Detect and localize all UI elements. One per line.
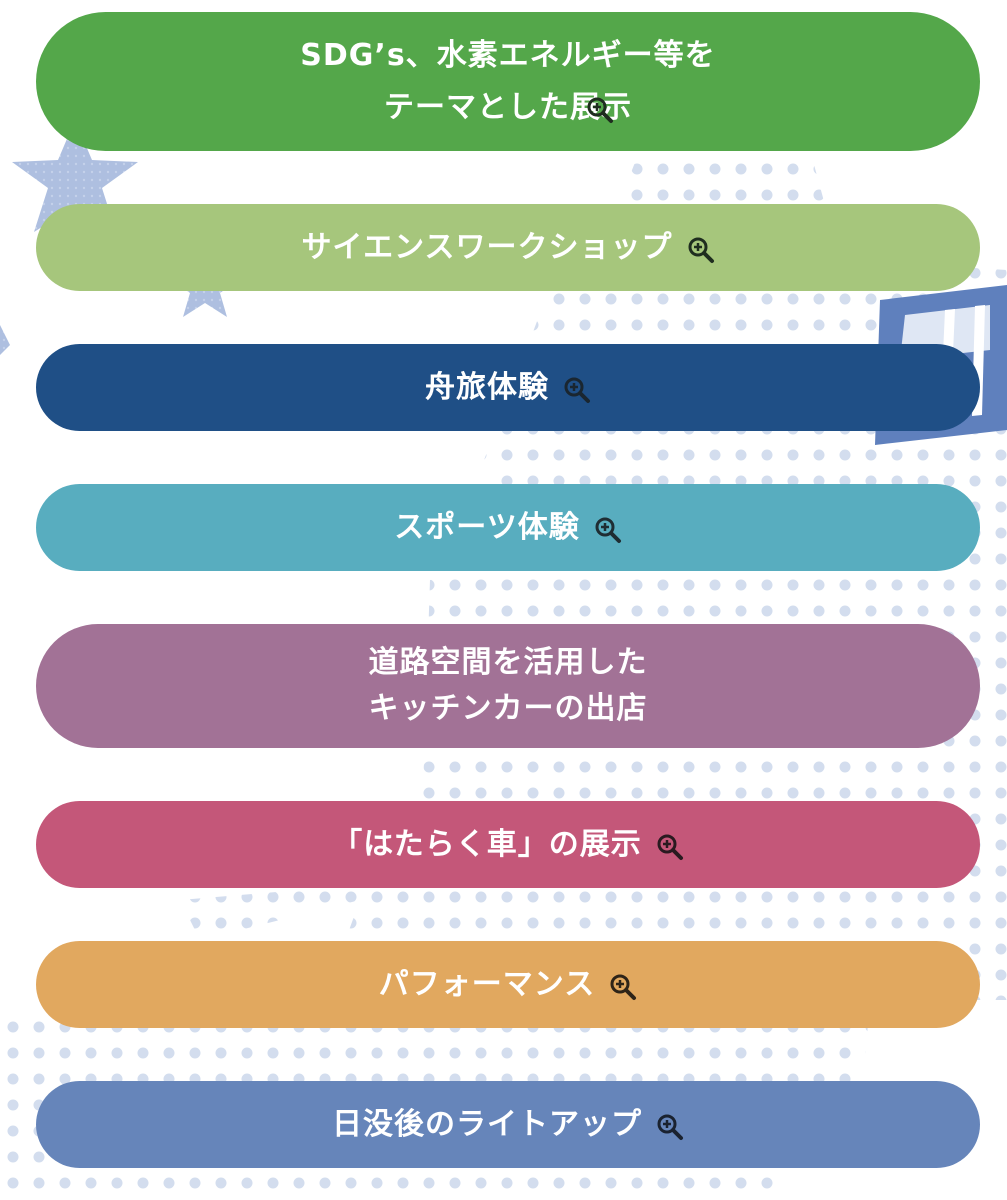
star-shape [0,325,10,355]
button-label: パフォーマンス [378,966,596,1002]
zoom-in-icon [609,973,637,1001]
button-performance[interactable]: パフォーマンス [36,941,980,1028]
zoom-in-icon [594,516,622,544]
zoom-in-icon [563,376,591,404]
zoom-in-icon [656,833,684,861]
zoom-in-icon [586,96,614,124]
button-label: スポーツ体験 [394,509,580,545]
button-sdgs-exhibit[interactable]: SDG’s、水素エネルギー等を テーマとした展示 [36,12,980,151]
zoom-in-icon [687,236,715,264]
button-label: 舟旅体験 [425,369,549,405]
button-science-workshop[interactable]: サイエンスワークショップ [36,204,980,291]
button-label: SDG’s、水素エネルギー等を テーマとした展示 [300,37,716,125]
activity-button-list: SDG’s、水素エネルギー等を テーマとした展示 サイエンスワークショップ 舟旅… [36,0,980,1200]
button-label: 道路空間を活用した キッチンカーの出店 [368,645,648,726]
button-sports-experience[interactable]: スポーツ体験 [36,484,980,571]
button-label: サイエンスワークショップ [301,229,673,265]
button-label: 「はたらく車」の展示 [332,826,642,862]
button-boat-trip[interactable]: 舟旅体験 [36,344,980,431]
button-label: 日没後のライトアップ [332,1106,642,1142]
button-night-lightup[interactable]: 日没後のライトアップ [36,1081,980,1168]
button-working-vehicles[interactable]: 「はたらく車」の展示 [36,801,980,888]
button-kitchen-car[interactable]: 道路空間を活用した キッチンカーの出店 [36,624,980,748]
zoom-in-icon [656,1113,684,1141]
